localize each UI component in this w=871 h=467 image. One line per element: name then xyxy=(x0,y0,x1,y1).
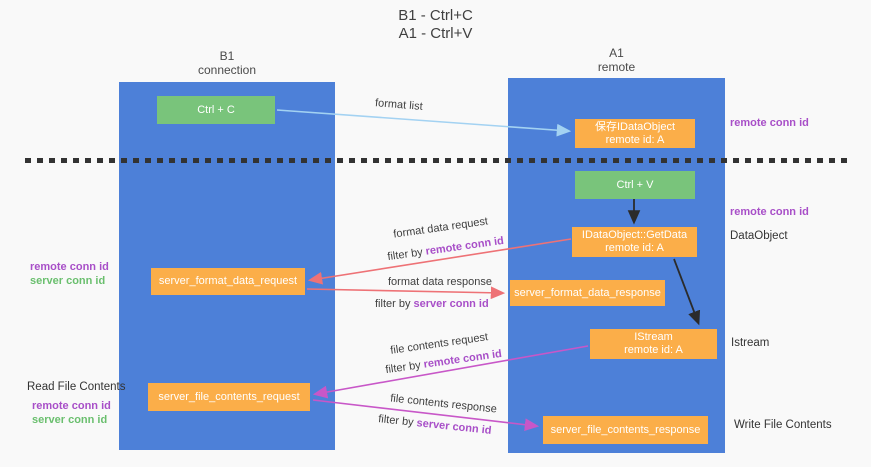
node-server-file-contents-request-label: server_file_contents_request xyxy=(158,390,300,403)
filter-by-text: filter by xyxy=(375,298,414,310)
node-ctrl-v: Ctrl + V xyxy=(575,171,695,199)
filter-by-text: filter by xyxy=(384,358,425,377)
node-idataobject-getdata: IDataObject::GetData remote id: A xyxy=(572,227,697,257)
node-server-file-contents-request: server_file_contents_request xyxy=(148,383,310,411)
right-label-istream: Istream xyxy=(731,337,770,349)
right-label-remote-conn-id-1: remote conn id xyxy=(730,117,809,129)
right-column-name: A1 xyxy=(609,46,624,60)
title-line-1: B1 - Ctrl+C xyxy=(398,7,473,24)
edge-label-file-contents-response: file contents response xyxy=(389,392,498,416)
server-conn-id-text: server conn id xyxy=(415,417,493,437)
edge-label-format-data-request: format data request xyxy=(392,215,489,241)
node-idataobject-getdata-line2: remote id: A xyxy=(605,242,664,254)
node-istream-line1: IStream xyxy=(634,331,673,343)
phase-separator-dashed-line xyxy=(25,158,848,163)
left-label-read-file-contents: Read File Contents xyxy=(27,381,126,393)
right-column-role: remote xyxy=(597,60,636,74)
right-column-header: A1 remote xyxy=(508,46,725,74)
node-ctrl-v-label: Ctrl + V xyxy=(616,178,654,191)
edge-label-filter-server-2: filter by server conn id xyxy=(378,413,492,437)
right-label-write-file-contents: Write File Contents xyxy=(734,419,832,431)
node-istream-line2: remote id: A xyxy=(624,344,683,356)
node-server-file-contents-response: server_file_contents_response xyxy=(543,416,708,444)
node-server-format-data-response: server_format_data_response xyxy=(510,280,665,306)
node-ctrl-c-label: Ctrl + C xyxy=(197,103,235,116)
left-column-name: B1 xyxy=(219,49,235,63)
node-server-format-data-request-label: server_format_data_request xyxy=(158,275,298,287)
left-column-header: B1 connection xyxy=(119,49,335,77)
node-save-idataobject: 保存IDataObject remote id: A xyxy=(575,119,695,148)
filter-by-text: filter by xyxy=(386,245,427,264)
node-server-format-data-response-label: server_format_data_response xyxy=(514,286,661,299)
node-idataobject-getdata-line1: IDataObject::GetData xyxy=(581,229,688,241)
node-istream: IStream remote id: A xyxy=(590,329,717,359)
remote-conn-id-text: remote conn id xyxy=(424,234,505,258)
node-save-idataobject-line1: 保存IDataObject xyxy=(594,120,676,133)
left-column-role: connection xyxy=(197,63,257,77)
arrow-format-data-response xyxy=(306,286,506,300)
node-server-format-data-request: server_format_data_request xyxy=(151,268,305,295)
edge-label-format-list: format list xyxy=(374,97,424,113)
right-label-remote-conn-id-2: remote conn id xyxy=(730,206,809,218)
edge-label-format-data-response: format data response xyxy=(388,276,492,288)
left-label-server-conn-id-1: server conn id xyxy=(30,275,106,287)
node-save-idataobject-line2: remote id: A xyxy=(605,133,665,146)
filter-by-text: filter by xyxy=(377,413,418,430)
remote-conn-id-text: remote conn id xyxy=(422,347,503,371)
node-server-file-contents-response-label: server_file_contents_response xyxy=(550,423,701,436)
edge-label-filter-server-1: filter by server conn id xyxy=(375,298,489,310)
left-label-remote-conn-id-2: remote conn id xyxy=(32,400,111,412)
server-conn-id-text: server conn id xyxy=(413,298,489,310)
right-label-dataobject: DataObject xyxy=(730,230,788,242)
diagram-title: B1 - Ctrl+C A1 - Ctrl+V xyxy=(0,7,871,43)
title-line-2: A1 - Ctrl+V xyxy=(398,25,473,42)
node-ctrl-c: Ctrl + C xyxy=(157,96,275,124)
left-label-remote-conn-id-1: remote conn id xyxy=(30,261,109,273)
left-label-server-conn-id-2: server conn id xyxy=(32,414,108,426)
